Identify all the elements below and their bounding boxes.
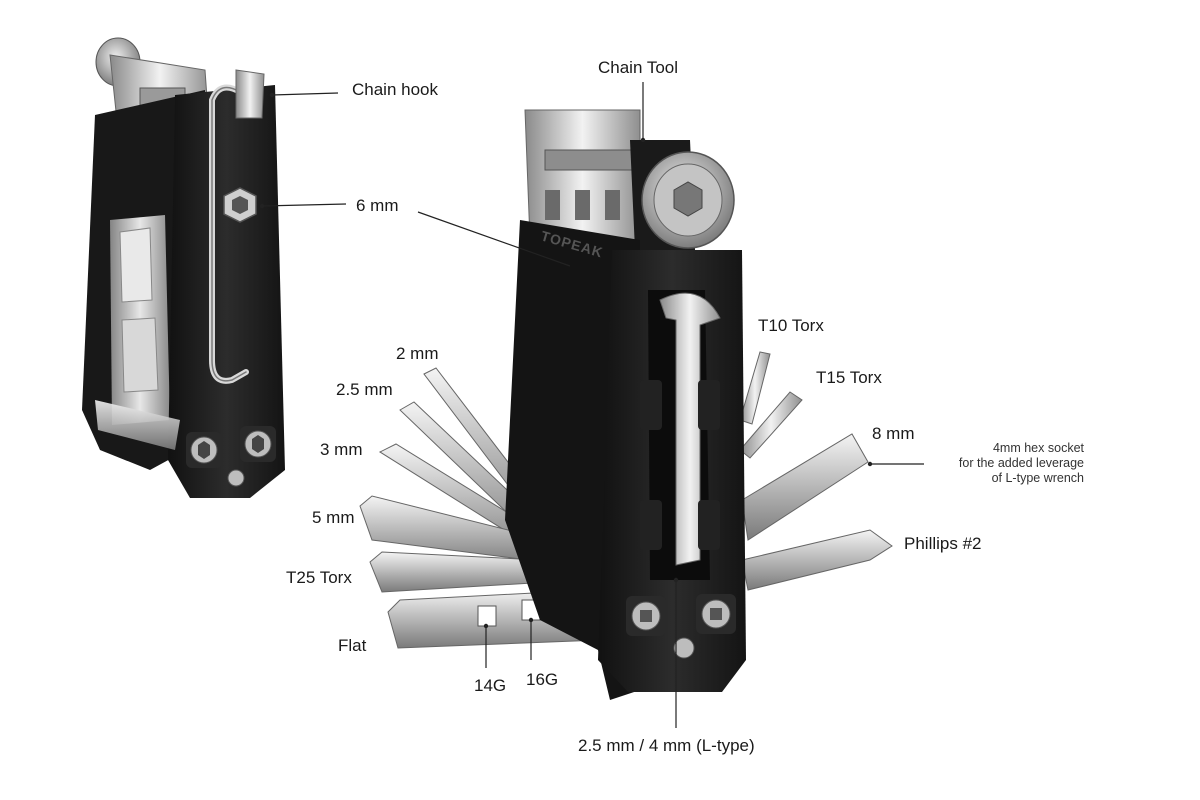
- socket-note-line: 4mm hex socket: [992, 441, 1084, 455]
- label-t15-torx: T15 Torx: [816, 368, 882, 387]
- label-3mm: 3 mm: [320, 440, 363, 459]
- leader-6mm-right: [417, 211, 571, 267]
- side-plate: [168, 85, 285, 498]
- label-l-type: 2.5 mm / 4 mm (L-type): [578, 736, 755, 755]
- hex-socket-knob: [673, 181, 703, 217]
- label-16g: 16G: [526, 670, 559, 689]
- leader-chain-hook: [271, 92, 339, 96]
- leader-6mm: [261, 203, 347, 207]
- label-14g: 14G: [474, 676, 507, 695]
- right-bit-fan: [739, 351, 893, 591]
- socket-note-line: for the added leverage: [958, 456, 1084, 470]
- label-2-5mm: 2.5 mm: [336, 380, 393, 399]
- leader-dots: [259, 92, 873, 629]
- hex-socket-8mm: [741, 433, 869, 541]
- socket-note-line: of L-type wrench: [991, 471, 1084, 485]
- chain-tool: [524, 109, 735, 251]
- torx-bit-t10: [739, 351, 771, 425]
- label-flat: Flat: [338, 636, 367, 655]
- label-chain-tool: Chain Tool: [598, 58, 679, 77]
- phillips-bit: [741, 529, 893, 591]
- label-chain-hook: Chain hook: [352, 80, 439, 99]
- label-t10-torx: T10 Torx: [758, 316, 824, 335]
- open-multitool: TOPEAK: [359, 109, 893, 700]
- label-t25-torx: T25 Torx: [286, 568, 352, 587]
- label-8mm: 8 mm: [872, 424, 915, 443]
- socket-note: 4mm hex socket for the added leverage of…: [904, 441, 1084, 486]
- label-2mm: 2 mm: [396, 344, 439, 363]
- label-6mm: 6 mm: [356, 196, 399, 215]
- closed-multitool: [82, 37, 285, 498]
- label-phillips: Phillips #2: [904, 534, 982, 553]
- spoke-wrench-14g: [477, 605, 497, 627]
- label-5mm: 5 mm: [312, 508, 355, 527]
- l-type-wrench: [659, 292, 721, 566]
- leader-lines: [261, 82, 924, 728]
- torx-bit-t15: [739, 391, 803, 459]
